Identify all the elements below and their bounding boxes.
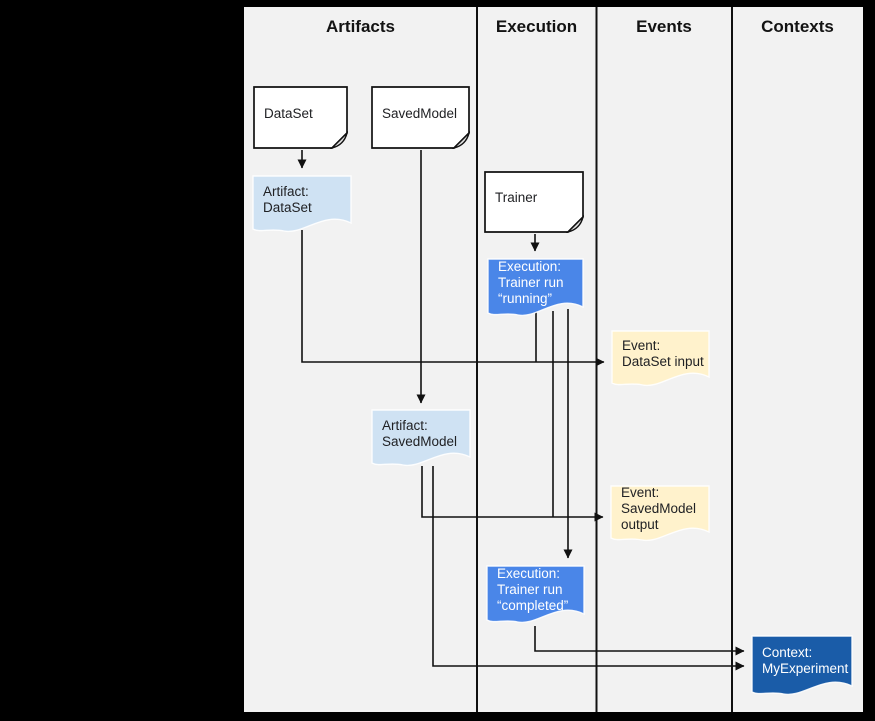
node-label: SavedModel xyxy=(382,433,458,449)
wave-shape xyxy=(371,409,471,467)
node-label: Execution: xyxy=(497,566,561,581)
node-label: DataSet input xyxy=(622,354,704,369)
folded-corner-icon xyxy=(451,130,470,149)
node-context-myexperiment: Context: MyExperiment xyxy=(751,635,853,699)
node-label: Trainer run xyxy=(497,582,563,597)
document-shape xyxy=(484,171,584,233)
node-dataset-document: DataSet xyxy=(253,86,348,149)
column-header-contexts: Contexts xyxy=(761,17,834,36)
folded-corner-icon xyxy=(329,130,348,149)
node-label: DataSet xyxy=(264,105,313,121)
node-artifact-savedmodel: Artifact: SavedModel xyxy=(371,409,471,470)
node-execution-running: Execution: Trainer run “running” xyxy=(487,258,584,320)
node-label: MyExperiment xyxy=(762,661,849,676)
node-event-savedmodel-output: Event: SavedModel output xyxy=(610,485,710,545)
node-event-dataset-input: Event: DataSet input xyxy=(611,330,710,390)
node-label: Trainer xyxy=(495,190,538,205)
wave-shape xyxy=(610,485,710,542)
wave-shape xyxy=(751,635,853,696)
node-trainer-document: Trainer xyxy=(484,171,584,233)
node-artifact-dataset: Artifact: DataSet xyxy=(252,175,352,236)
wave-shape xyxy=(487,258,584,317)
node-label: DataSet xyxy=(263,199,312,215)
node-label: Execution: xyxy=(498,259,562,274)
wave-shape xyxy=(486,565,585,624)
node-label: output xyxy=(621,517,659,532)
column-header-execution: Execution xyxy=(495,17,578,36)
node-label: “running” xyxy=(498,291,553,306)
wave-shape xyxy=(252,175,352,233)
folded-corner-icon xyxy=(565,214,584,233)
document-shape xyxy=(371,86,470,149)
node-label: “completed” xyxy=(497,598,569,613)
node-label: SavedModel xyxy=(621,501,697,516)
node-label: SavedModel xyxy=(382,105,458,121)
node-label: Context: xyxy=(762,645,813,660)
document-shape xyxy=(253,86,348,149)
node-label: Trainer run xyxy=(498,275,564,290)
column-header-artifacts: Artifacts xyxy=(326,17,395,36)
node-label: Event: xyxy=(621,485,660,500)
node-label: Artifact: xyxy=(263,183,309,199)
column-header-events: Events xyxy=(636,17,692,36)
node-savedmodel-document: SavedModel xyxy=(371,86,470,149)
node-execution-completed: Execution: Trainer run “completed” xyxy=(486,565,585,627)
wave-shape xyxy=(611,330,710,387)
node-label: Event: xyxy=(622,338,661,353)
node-label: Artifact: xyxy=(382,417,428,433)
